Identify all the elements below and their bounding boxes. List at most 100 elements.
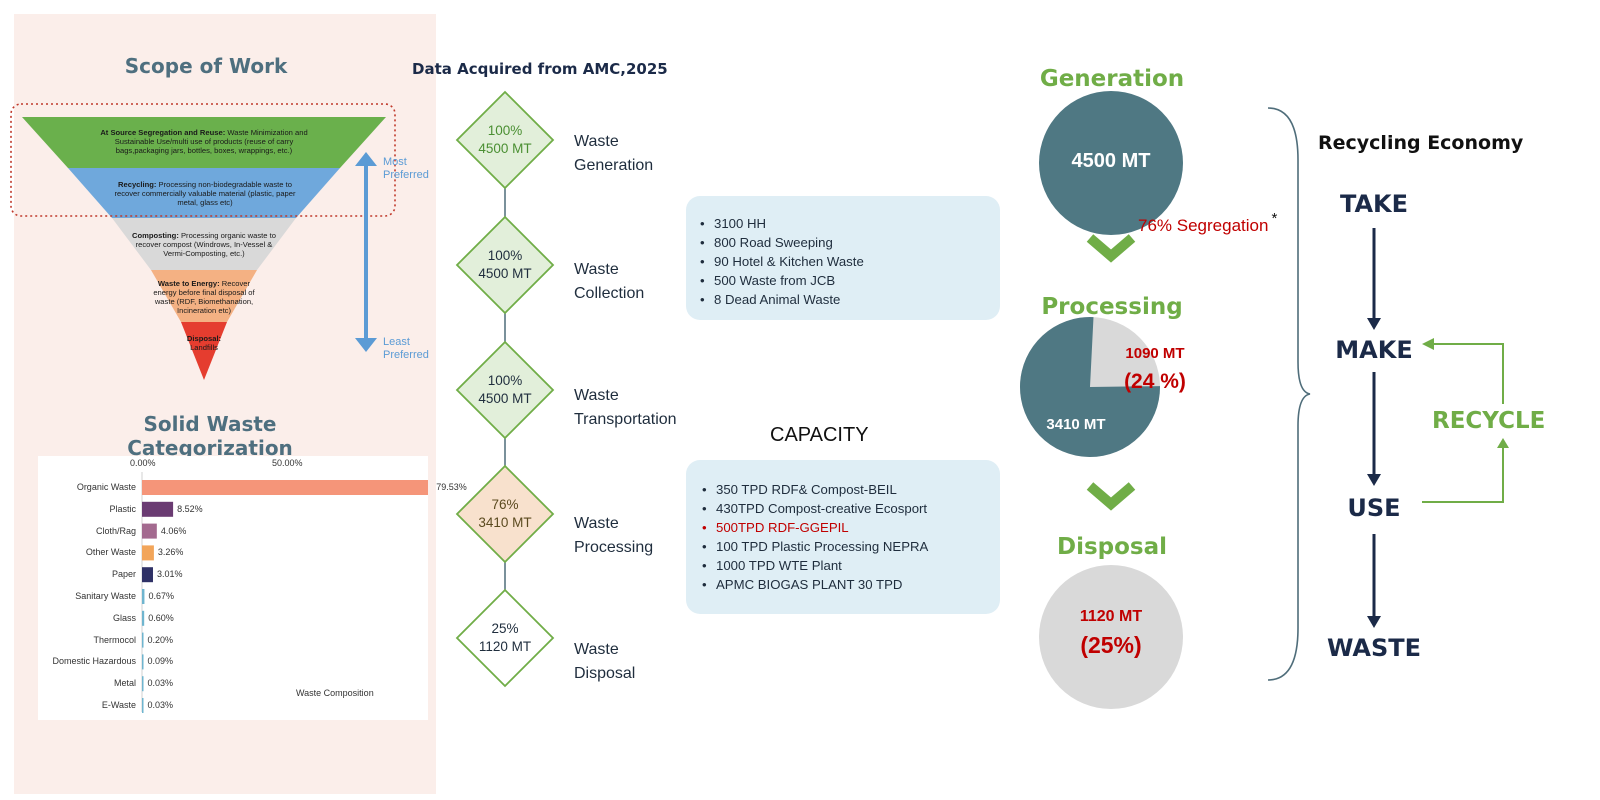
value-label: 0.60% bbox=[148, 612, 174, 623]
bar-other-waste bbox=[142, 545, 154, 561]
value-label: 0.09% bbox=[147, 656, 174, 667]
arrow-left-icon bbox=[1422, 338, 1434, 350]
collection-item: 90 Hotel & Kitchen Waste bbox=[696, 252, 1000, 271]
most-preferred-label: Most Preferred bbox=[383, 156, 429, 181]
arrow-down-icon bbox=[1367, 616, 1381, 628]
preference-arrow-up-head bbox=[355, 152, 377, 166]
category-label: Sanitary Waste bbox=[75, 591, 136, 601]
step-collection-values: 100%4500 MT bbox=[478, 248, 532, 281]
value-label: 8.52% bbox=[177, 503, 203, 514]
bar-metal bbox=[142, 676, 144, 692]
scope-title: Scope of Work bbox=[124, 54, 288, 78]
value-label: 4.06% bbox=[160, 525, 187, 536]
processing-pie bbox=[1020, 317, 1160, 457]
economy-recycle: RECYCLE bbox=[1432, 408, 1546, 434]
highlight-dotted-box bbox=[10, 103, 396, 217]
capacity-box: 350 TPD RDF& Compost-BEIL 430TPD Compost… bbox=[686, 460, 1000, 614]
economy-use: USE bbox=[1347, 494, 1401, 522]
diamond-generation bbox=[455, 90, 555, 190]
diamond-transportation bbox=[455, 340, 555, 440]
economy-make: MAKE bbox=[1335, 336, 1413, 364]
processing-processed-value: 3410 MT bbox=[1046, 416, 1106, 433]
diamond-disposal bbox=[455, 588, 555, 688]
category-label: Other Waste bbox=[85, 547, 136, 558]
tier-composting-text: Composting: Processing organic waste to … bbox=[132, 231, 276, 258]
capacity-item: APMC BIOGAS PLANT 30 TPD bbox=[698, 575, 1000, 594]
processing-remaining-pct: (24 %) bbox=[1124, 370, 1186, 393]
least-preferred-label: Least Preferred bbox=[383, 336, 429, 361]
diamond-collection bbox=[455, 215, 555, 315]
tier-disposal-text: Disposal: Landfills bbox=[186, 334, 222, 352]
value-label: 0.03% bbox=[147, 678, 174, 689]
category-label: E-Waste bbox=[101, 700, 136, 710]
tier-disposal bbox=[181, 322, 227, 380]
bar-paper bbox=[142, 567, 153, 583]
recycle-loop-arrow bbox=[1432, 343, 1504, 404]
category-label: Cloth/Rag bbox=[95, 525, 136, 536]
tier-waste-to-energy bbox=[151, 270, 257, 322]
value-label: 0.67% bbox=[148, 591, 174, 601]
category-label: Glass bbox=[112, 612, 136, 623]
category-label: Plastic bbox=[109, 503, 136, 514]
tier-reuse bbox=[22, 117, 386, 168]
economy-title: Recycling Economy bbox=[1318, 132, 1524, 154]
tier-recycling bbox=[68, 168, 340, 218]
value-label: 3.26% bbox=[157, 547, 184, 558]
tier-waste-to-energy-text: Waste to Energy: Recover energy before f… bbox=[153, 279, 255, 315]
waste-hierarchy-pyramid bbox=[10, 103, 396, 380]
x-tick-0: 0.00% bbox=[130, 458, 156, 468]
step-processing-values: 76%3410 MT bbox=[478, 497, 532, 530]
collection-item: 3100 HH bbox=[696, 214, 1000, 233]
generation-circle bbox=[1039, 91, 1183, 235]
processing-remaining-value: 1090 MT bbox=[1125, 345, 1185, 362]
preference-arrow-down-head bbox=[355, 338, 377, 352]
step-generation-values: 100%4500 MT bbox=[478, 123, 532, 156]
bar-organic-waste bbox=[142, 480, 428, 495]
economy-waste: WASTE bbox=[1326, 634, 1422, 662]
arrow-down-icon bbox=[1367, 474, 1381, 486]
value-label: 3.01% bbox=[156, 569, 183, 580]
flow-diagram bbox=[455, 90, 555, 688]
grouping-brace bbox=[1267, 107, 1311, 681]
chart-legend-text: Waste Composition bbox=[296, 688, 374, 698]
capacity-item: 1000 TPD WTE Plant bbox=[698, 556, 1000, 575]
tier-reuse-text: At Source Segregation and Reuse: Waste M… bbox=[100, 128, 308, 155]
capacity-item: 100 TPD Plastic Processing NEPRA bbox=[698, 537, 1000, 556]
category-label: Domestic Hazardous bbox=[52, 656, 136, 667]
capacity-item: 430TPD Compost-creative Ecosport bbox=[698, 499, 1000, 518]
bar-glass bbox=[142, 610, 145, 626]
diamond-processing bbox=[455, 464, 555, 564]
bar-sanitary-waste bbox=[142, 589, 145, 604]
category-label: Metal bbox=[113, 678, 136, 689]
bar-plastic bbox=[142, 501, 174, 517]
collection-item: 8 Dead Animal Waste bbox=[696, 290, 1000, 309]
flow-title: Data Acquired from AMC,2025 bbox=[412, 60, 668, 78]
categorization-chart-svg bbox=[141, 472, 428, 713]
recycle-loop-arrow bbox=[1422, 446, 1504, 503]
category-label: Thermocol bbox=[93, 634, 136, 645]
pie-slice-processed bbox=[1020, 317, 1160, 457]
collection-item: 800 Road Sweeping bbox=[696, 233, 1000, 252]
bar-thermocol bbox=[142, 632, 144, 648]
categorization-title: Solid Waste Categorization bbox=[127, 412, 293, 460]
value-label: 0.03% bbox=[147, 700, 174, 710]
value-label: 79.53% bbox=[436, 482, 467, 492]
step-disposal-values: 25%1120 MT bbox=[478, 621, 532, 654]
capacity-title: CAPACITY bbox=[770, 424, 869, 446]
generation-title: Generation bbox=[1039, 66, 1185, 92]
step-transportation-values: 100%4500 MT bbox=[478, 373, 532, 406]
arrow-up-icon bbox=[1497, 438, 1509, 448]
economy-arrows bbox=[1367, 228, 1509, 628]
collection-breakdown-box: 3100 HH 800 Road Sweeping 90 Hotel & Kit… bbox=[686, 196, 1000, 320]
capacity-item-highlight: 500TPD RDF-GGEPIL bbox=[698, 518, 1000, 537]
x-tick-50: 50.00% bbox=[272, 458, 303, 468]
disposal-circle bbox=[1039, 565, 1183, 709]
capacity-item: 350 TPD RDF& Compost-BEIL bbox=[698, 480, 1000, 499]
processing-title: Processing bbox=[1041, 294, 1183, 320]
bar-cloth-rag bbox=[142, 523, 157, 539]
